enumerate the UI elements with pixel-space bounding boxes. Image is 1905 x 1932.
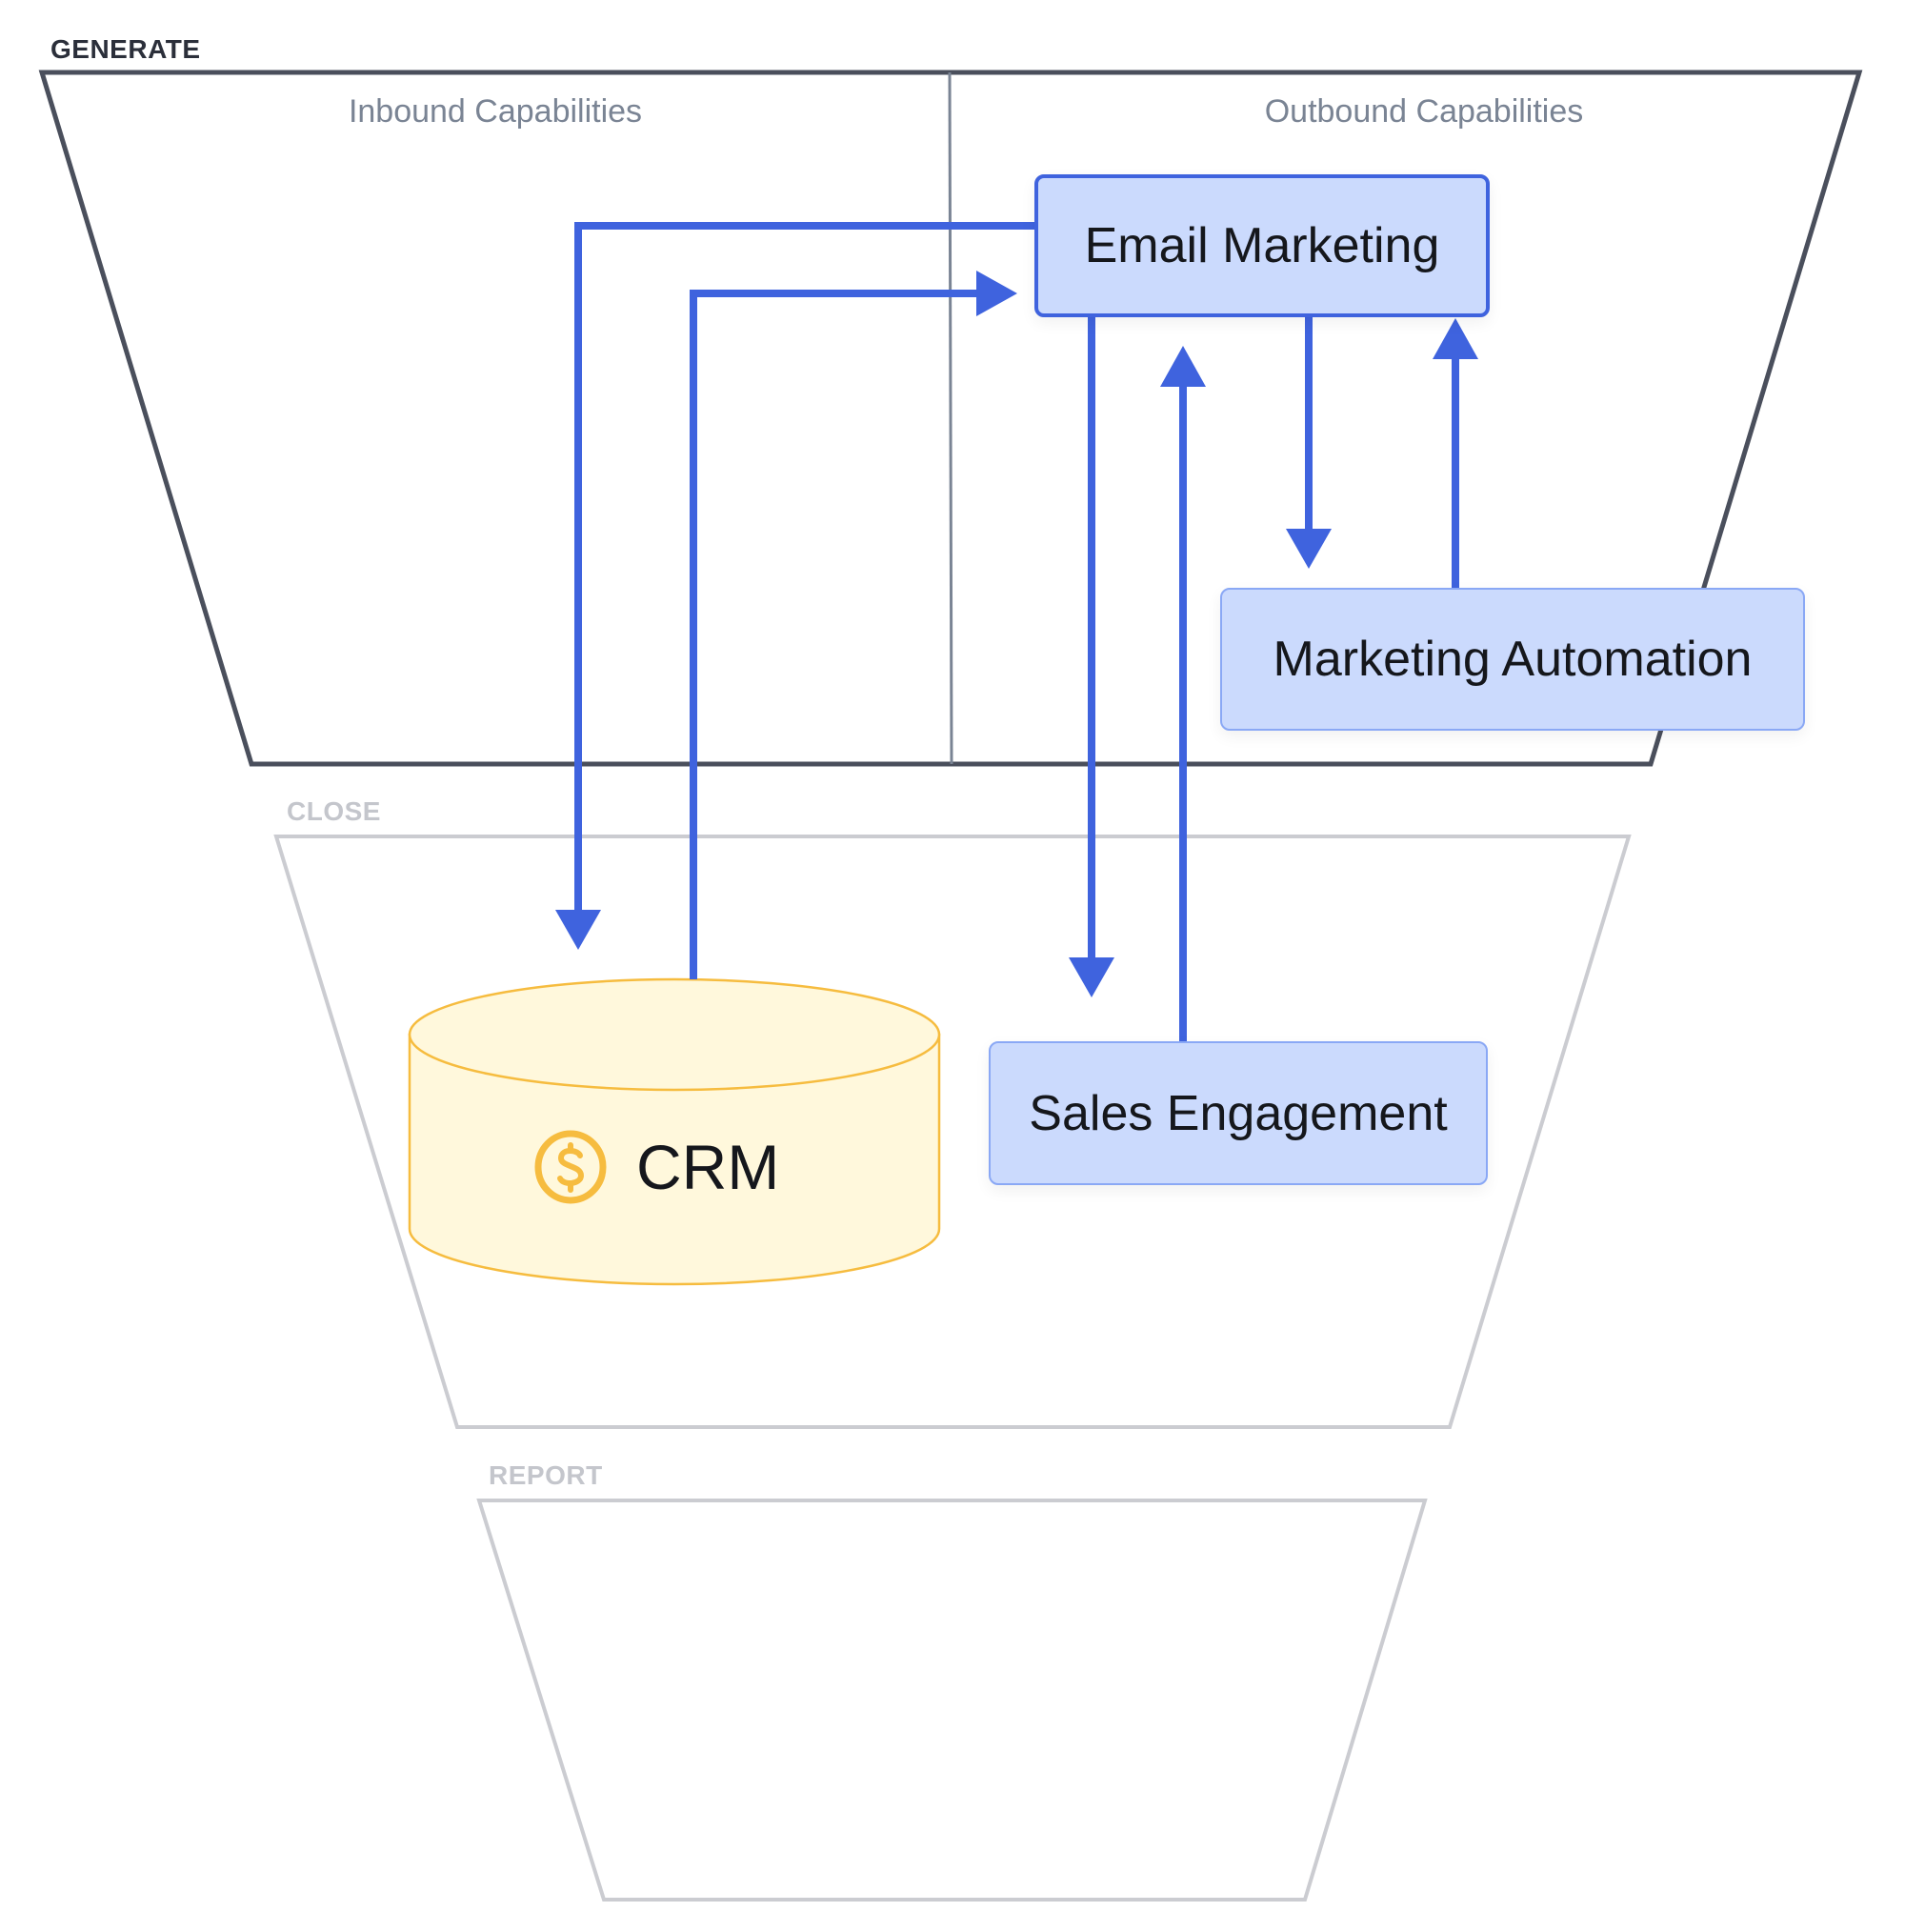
arrowhead-automation-to-email bbox=[1433, 318, 1478, 359]
node-marketing-automation-label: Marketing Automation bbox=[1273, 632, 1753, 687]
inbound-outbound-divider bbox=[948, 71, 953, 765]
crm-cylinder-top bbox=[408, 977, 941, 1092]
arrowhead-sales-to-email bbox=[1160, 346, 1206, 387]
node-sales-engagement[interactable]: Sales Engagement bbox=[989, 1041, 1488, 1185]
arrow-email-to-crm[interactable] bbox=[574, 222, 1034, 915]
generate-funnel bbox=[38, 70, 1863, 767]
report-funnel bbox=[476, 1499, 1428, 1902]
stage-label-report: REPORT bbox=[489, 1460, 603, 1490]
arrow-crm-to-email[interactable] bbox=[690, 290, 981, 979]
crm-cylinder-body bbox=[408, 1033, 941, 1286]
crm-label: CRM bbox=[636, 1132, 780, 1202]
node-email-marketing[interactable]: Email Marketing bbox=[1034, 174, 1490, 317]
close-funnel bbox=[273, 835, 1632, 1429]
arrowhead-crm-to-email bbox=[976, 271, 1017, 316]
arrowhead-email-to-sales bbox=[1069, 957, 1114, 997]
arrowhead-email-to-crm bbox=[555, 910, 601, 950]
stage-label-generate: GENERATE bbox=[50, 34, 201, 64]
section-label-outbound: Outbound Capabilities bbox=[1264, 93, 1584, 130]
section-label-inbound: Inbound Capabilities bbox=[348, 93, 643, 130]
arrowhead-email-to-automation bbox=[1286, 529, 1332, 569]
stage-label-close: CLOSE bbox=[287, 796, 381, 826]
crm-label-group: CRM bbox=[533, 1129, 779, 1205]
node-sales-engagement-label: Sales Engagement bbox=[1029, 1085, 1448, 1141]
node-marketing-automation[interactable]: Marketing Automation bbox=[1220, 588, 1805, 731]
crm-database[interactable] bbox=[408, 977, 941, 1286]
node-email-marketing-label: Email Marketing bbox=[1084, 218, 1440, 273]
dollar-coin-icon bbox=[534, 1130, 607, 1204]
